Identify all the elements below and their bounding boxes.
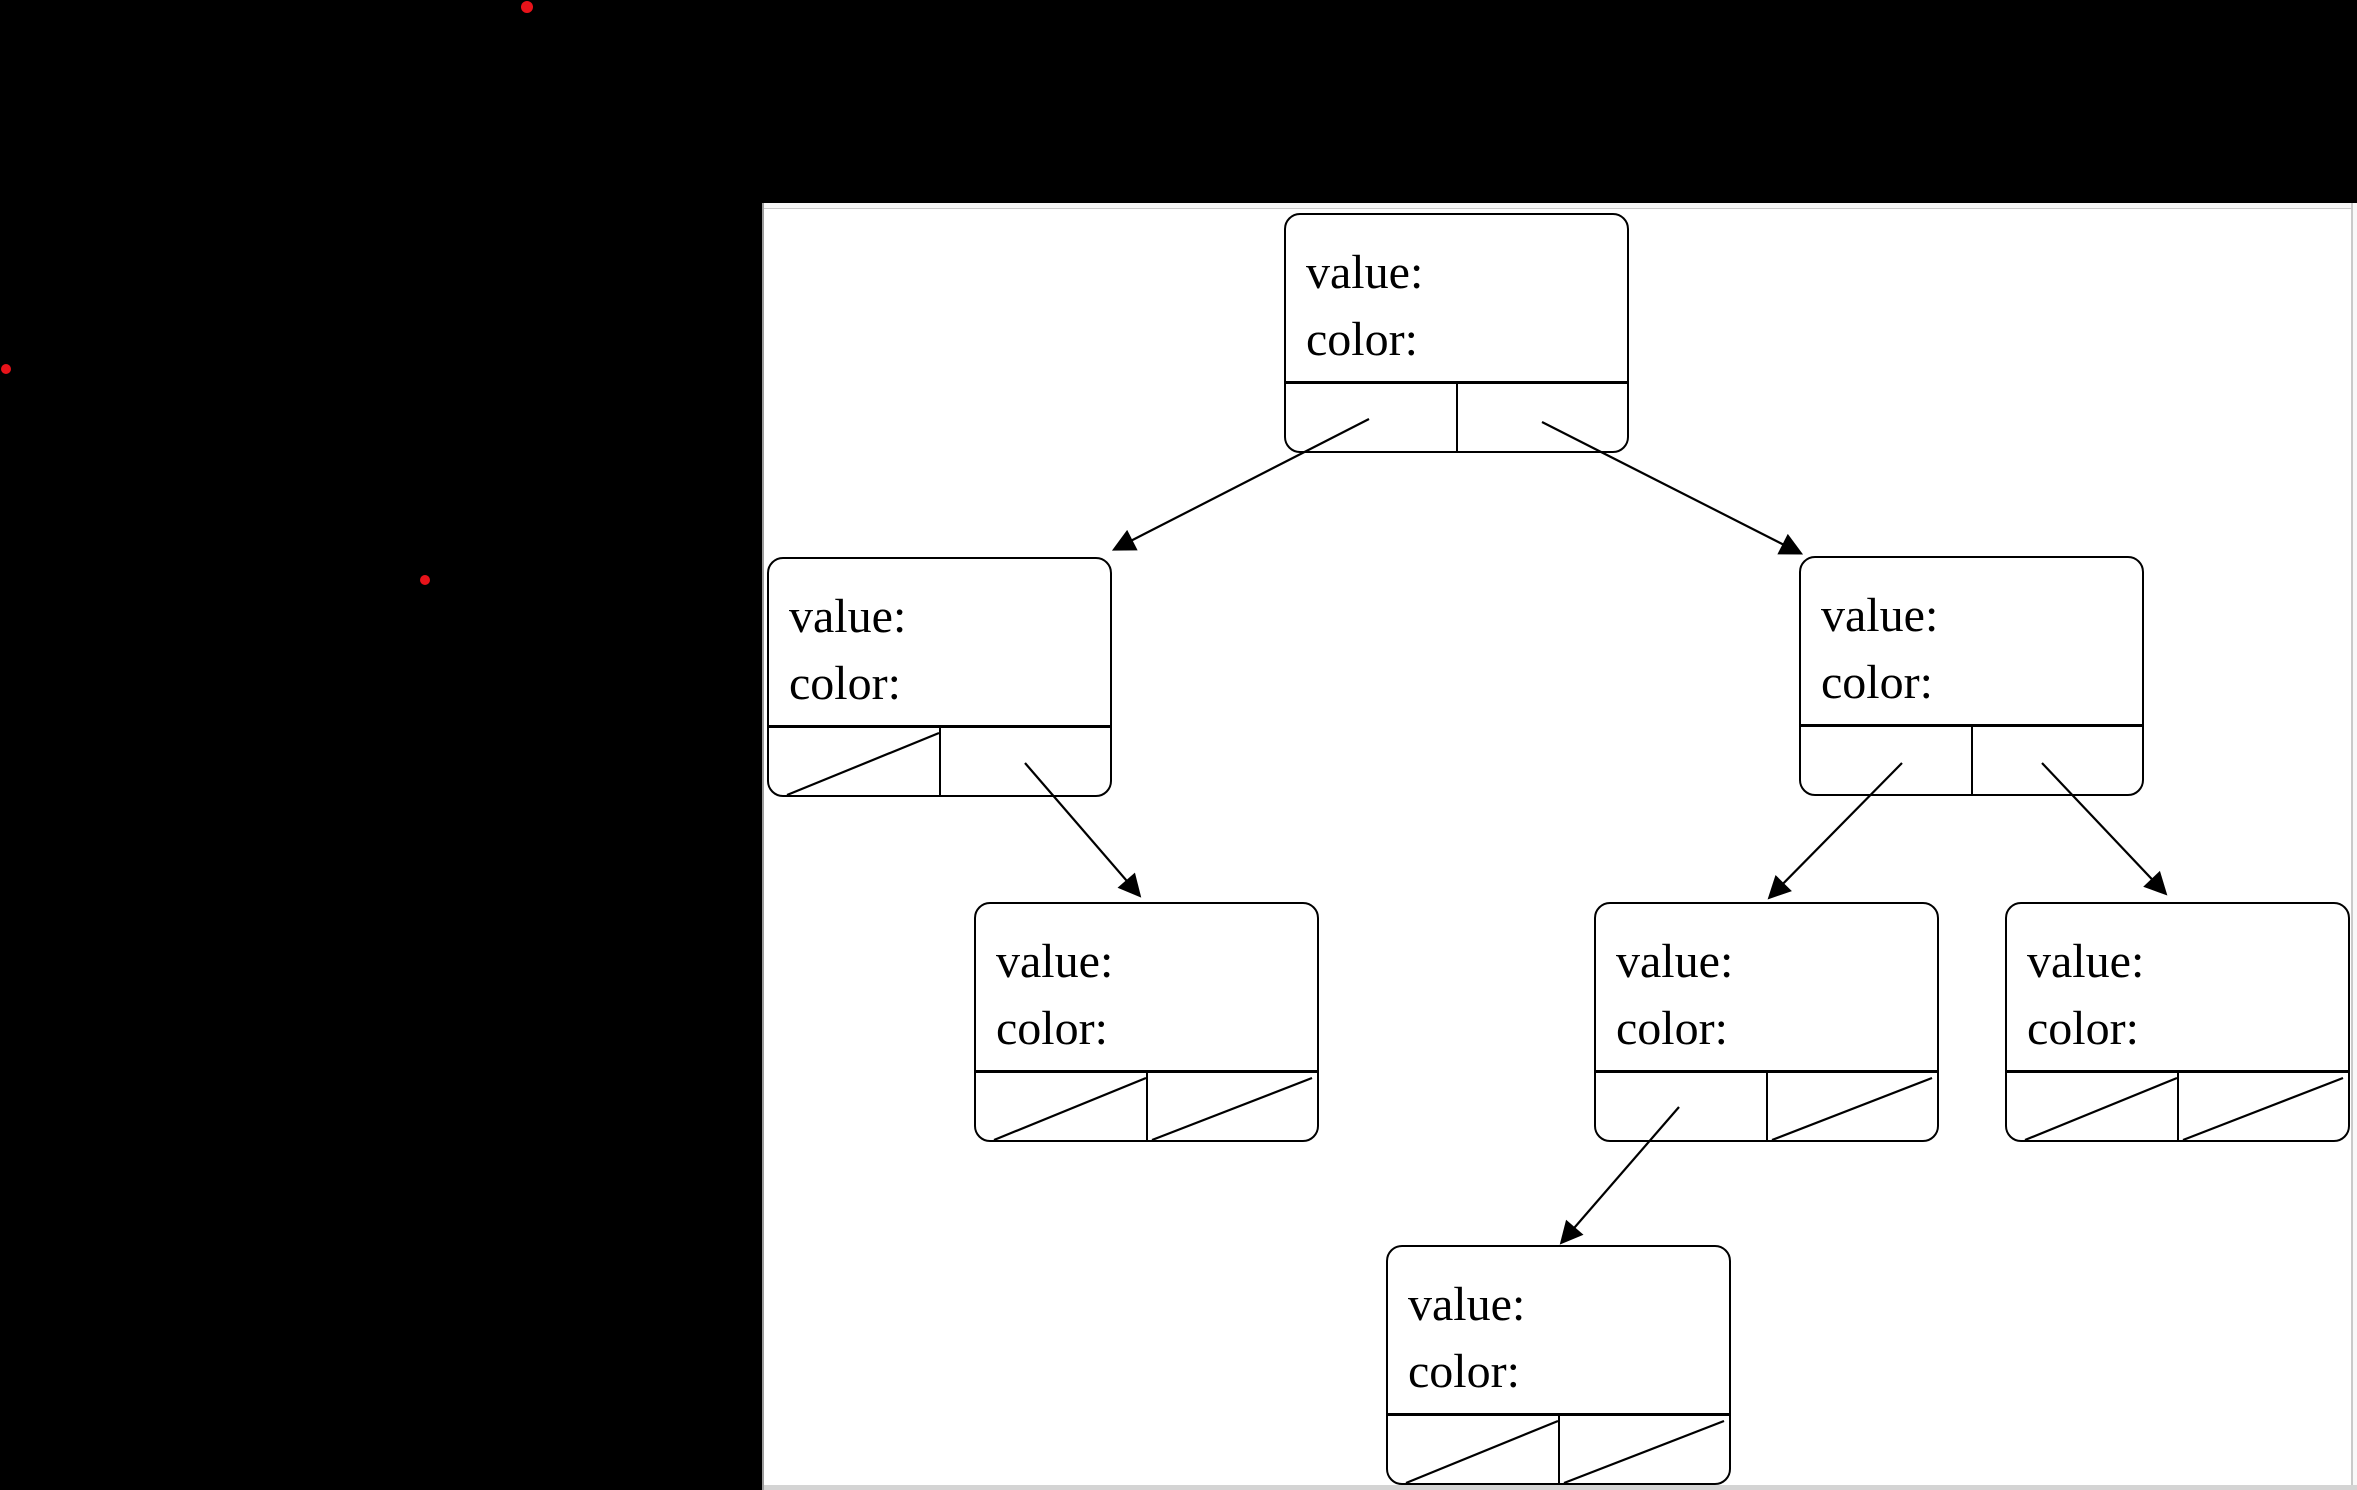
right-pointer-cell [1766,1073,1937,1140]
pointer-row [1801,724,2142,794]
value-field-label: value: [1616,935,1734,988]
color-field-label: color: [996,1002,1108,1055]
value-field-label: value: [1408,1278,1526,1331]
color-field-label: color: [789,657,901,710]
right-pointer-cell [1971,727,2142,794]
pointer-row [769,725,1110,795]
node-fields: value: color: [1596,904,1937,1070]
pointer-row [2007,1070,2348,1140]
panel-right-border [2351,203,2357,1490]
node-fields: value: color: [2007,904,2348,1070]
left-pointer-cell [976,1073,1146,1140]
tree-node-right-child: value: color: [1799,556,2144,796]
color-field-label: color: [1821,656,1933,709]
color-field-label: color: [1306,313,1418,366]
tree-node-left-child: value: color: [767,557,1112,797]
laser-dot [420,575,430,585]
pointer-row [976,1070,1317,1140]
right-pointer-cell [2177,1073,2348,1140]
node-fields: value: color: [976,904,1317,1070]
node-fields: value: color: [1801,558,2142,724]
node-fields: value: color: [1388,1247,1729,1413]
diagram-panel: value: color: value: color: value: color… [762,203,2357,1490]
tree-node-great-grandchild: value: color: [1386,1245,1731,1485]
tree-node-right-left-grandchild: value: color: [1594,902,1939,1142]
laser-dot [521,1,533,13]
right-pointer-cell [1558,1416,1729,1483]
left-pointer-cell [1801,727,1971,794]
right-pointer-cell [1146,1073,1317,1140]
value-field-label: value: [996,935,1114,988]
panel-top-border [764,203,2357,209]
pointer-row [1388,1413,1729,1483]
pointer-row [1286,381,1627,451]
color-field-label: color: [1616,1002,1728,1055]
left-pointer-cell [1286,384,1456,451]
pointer-row [1596,1070,1937,1140]
right-pointer-cell [1456,384,1627,451]
left-pointer-cell [1388,1416,1558,1483]
right-pointer-cell [939,728,1110,795]
value-field-label: value: [789,590,907,643]
tree-node-right-right-grandchild: value: color: [2005,902,2350,1142]
panel-bottom-border [764,1485,2357,1490]
color-field-label: color: [2027,1002,2139,1055]
value-field-label: value: [1821,589,1939,642]
tree-node-left-right-grandchild: value: color: [974,902,1319,1142]
laser-dot [1,364,11,374]
value-field-label: value: [2027,935,2145,988]
left-pointer-cell [1596,1073,1766,1140]
node-fields: value: color: [1286,215,1627,381]
value-field-label: value: [1306,246,1424,299]
tree-node-root: value: color: [1284,213,1629,453]
left-pointer-cell [2007,1073,2177,1140]
left-pointer-cell [769,728,939,795]
node-fields: value: color: [769,559,1110,725]
color-field-label: color: [1408,1345,1520,1398]
